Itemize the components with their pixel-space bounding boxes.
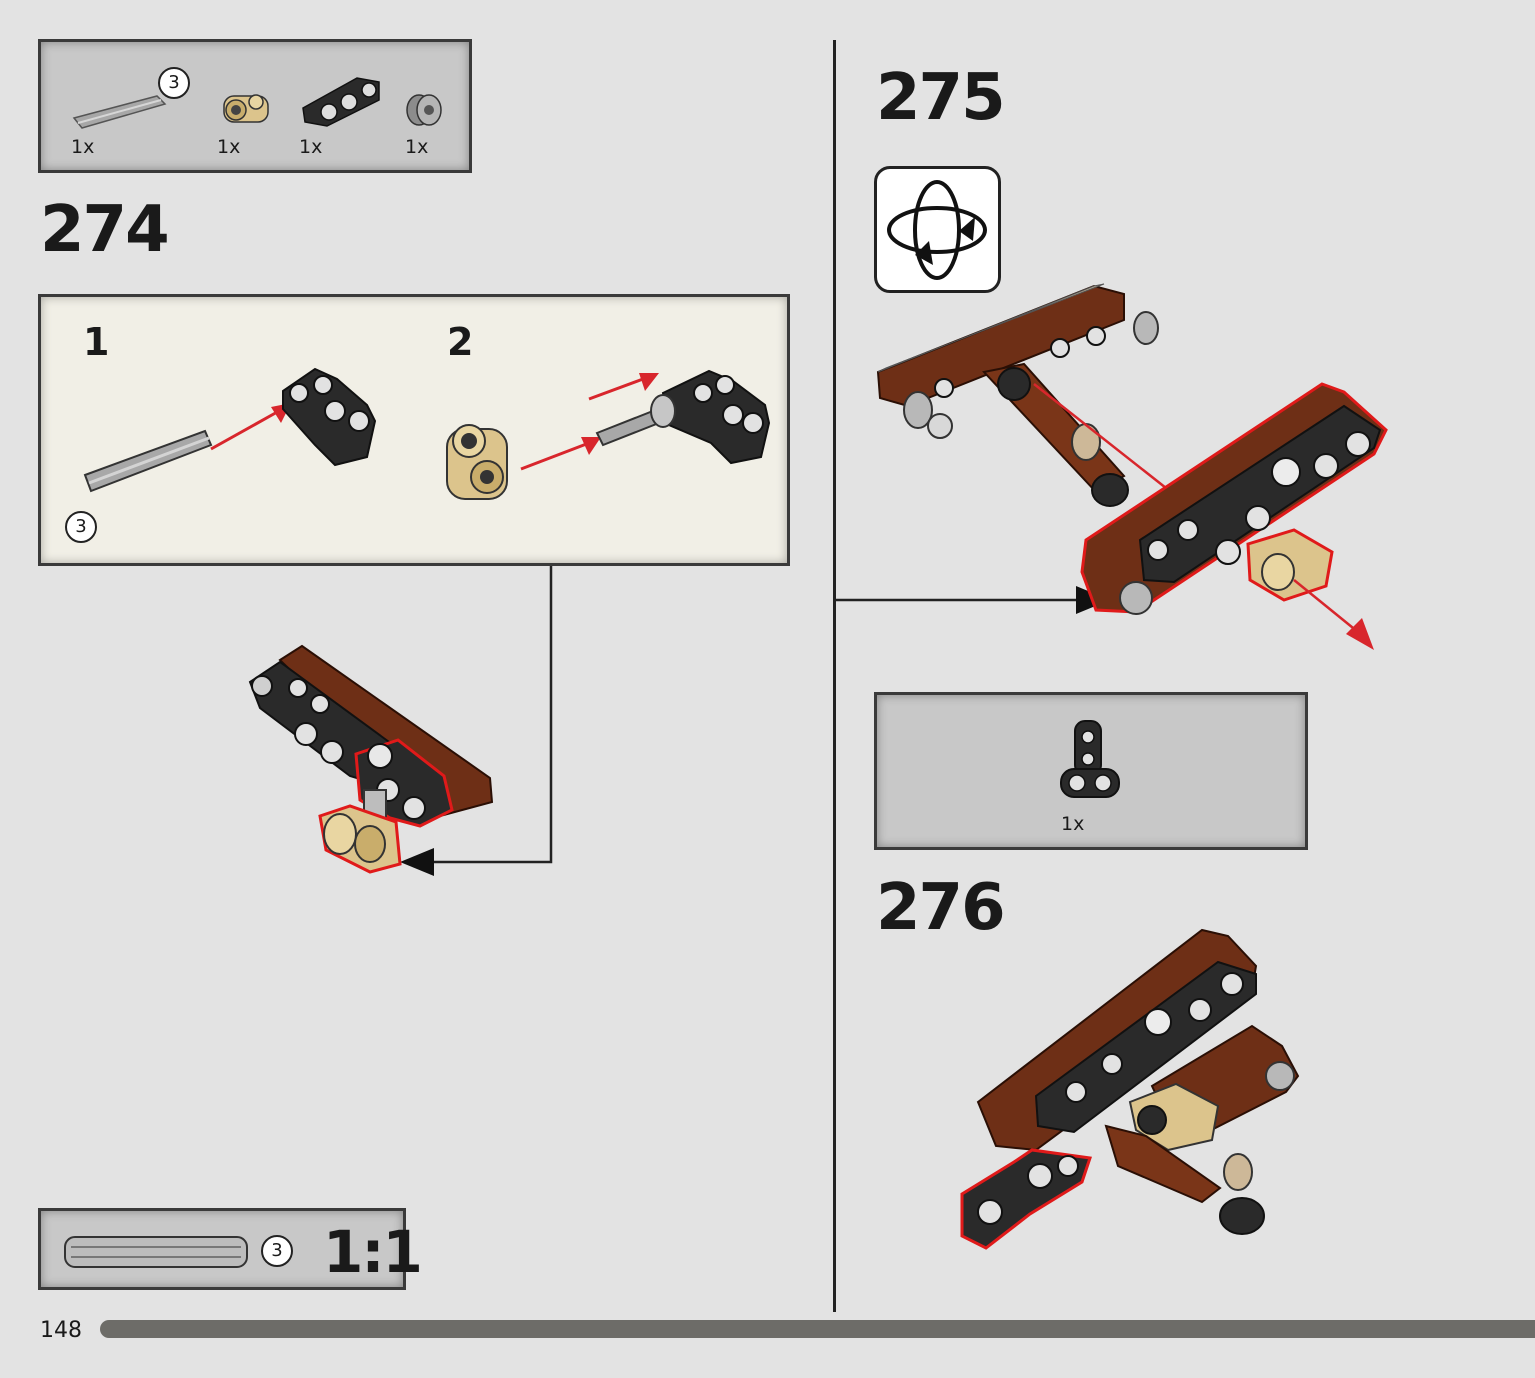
gray-bush-part-icon xyxy=(406,94,442,126)
part-qty: 1x xyxy=(1061,813,1085,835)
part-qty: 1x xyxy=(217,136,241,158)
rotate-model-icon xyxy=(874,166,1001,293)
page-progress-bar xyxy=(100,1320,1535,1338)
length-badge: 3 xyxy=(261,1235,293,1267)
black-bent-beam-part-icon xyxy=(282,367,377,467)
callout-connector-arrow xyxy=(400,566,553,876)
step-number: 276 xyxy=(876,871,1006,945)
step-274-model-illustration xyxy=(248,644,494,874)
substep-number: 1 xyxy=(83,320,110,364)
column-divider xyxy=(833,40,836,1312)
step-276-parts-box: 1x xyxy=(874,692,1308,850)
insert-arrow-icon xyxy=(520,437,601,471)
step-number: 275 xyxy=(876,61,1006,135)
insert-arrow-icon xyxy=(588,373,659,401)
black-bent-beam-with-axle-icon xyxy=(595,369,771,465)
part-qty: 1x xyxy=(299,136,323,158)
axle-3-part-icon xyxy=(72,95,167,129)
part-qty: 1x xyxy=(405,136,429,158)
black-bent-beam-part-icon xyxy=(302,77,380,127)
part-qty: 1x xyxy=(71,136,95,158)
step-274-parts-box: 3 1x 1x 1x 1x xyxy=(38,39,472,173)
scale-label: 1:1 xyxy=(323,1218,423,1286)
length-badge: 3 xyxy=(65,511,97,543)
tan-axle-pin-connector-part-icon xyxy=(223,94,269,123)
axle-3-scale-icon xyxy=(64,1236,248,1268)
subassembly-box: 1 2 3 xyxy=(38,294,790,566)
step-number: 274 xyxy=(40,193,170,267)
length-badge: 3 xyxy=(158,67,190,99)
step-276-model-illustration xyxy=(960,928,1300,1250)
step-275-model-illustration xyxy=(876,283,1388,650)
page-number: 148 xyxy=(40,1318,82,1343)
tan-axle-pin-connector-part-icon xyxy=(446,424,508,500)
black-t-beam-part-icon xyxy=(1060,720,1120,798)
substep-number: 2 xyxy=(447,320,474,364)
axle-3-part-icon xyxy=(83,429,213,493)
scale-reference-box: 3 1:1 xyxy=(38,1208,423,1290)
